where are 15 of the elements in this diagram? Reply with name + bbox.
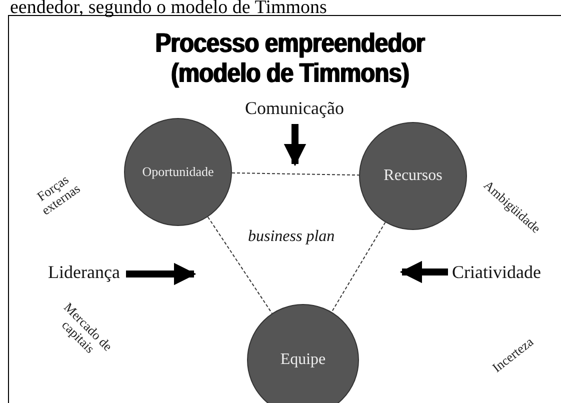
title: Processo empreendedor (modelo de Timmons) xyxy=(154,28,426,88)
dashed-connector xyxy=(232,172,360,176)
factor-label: Liderança xyxy=(48,262,120,282)
block-arrow xyxy=(400,260,448,284)
block-arrow xyxy=(126,262,196,286)
caption: eendedor, segundo o modelo de Timmons xyxy=(10,0,327,18)
factor-label: Criatividade xyxy=(452,262,541,282)
dashed-connector xyxy=(207,216,272,314)
dashed-connector xyxy=(331,222,386,312)
circle-label: Oportunidade xyxy=(142,164,214,180)
circle-label: Equipe xyxy=(280,351,326,369)
factor-label: Comunicação xyxy=(245,98,344,118)
circle-label: Recursos xyxy=(384,167,442,185)
block-arrow xyxy=(284,124,306,166)
center-label: business plan xyxy=(248,228,335,246)
